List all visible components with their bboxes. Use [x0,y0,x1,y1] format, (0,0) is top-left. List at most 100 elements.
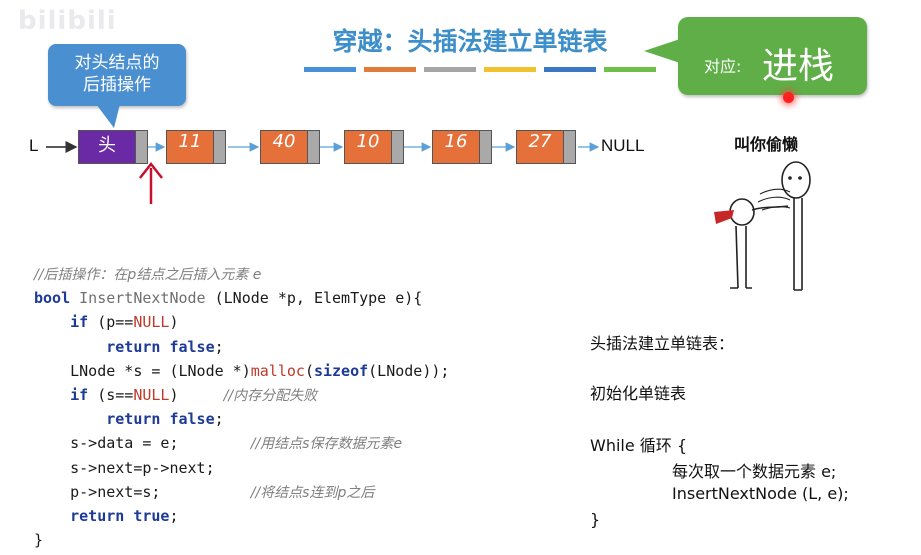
code-text: ; [214,410,224,429]
laser-pointer-dot [783,92,794,103]
algorithm-init: 初始化单链表 [590,384,687,403]
code-keyword: return true [70,506,170,525]
meme-caption: 叫你偷懒 [734,135,799,154]
code-text: s->data = e; [34,434,251,453]
node-pointer-field [392,130,404,164]
code-text: ( [304,361,314,380]
code-text: (s== [88,385,134,404]
code-keyword: if [70,385,89,404]
code-keyword: if [70,313,89,332]
node-value: 16 [432,130,480,164]
eye-dot [788,176,792,180]
code-text: (LNode *p, ElemType e){ [214,289,423,308]
callout-head-insert: 对头结点的 后插操作 [48,44,186,128]
node-value: 10 [344,130,392,164]
callout-line-1: 对头结点的 [74,53,160,73]
callout-tail [644,39,680,63]
list-node: 11 [166,130,226,164]
head-node-label: 头 [78,130,136,164]
insert-position-arrowhead [139,161,163,179]
slide-title: 穿越：头插法建立单链表 [332,27,608,56]
blood-splash [714,210,734,224]
small-figure-body [730,225,752,289]
list-node: 40 [260,130,320,164]
code-comment: //后插操作：在p结点之后插入元素 e [34,267,262,283]
code-line: return true; [34,504,449,528]
algorithm-step: InsertNextNode (L, e); [672,484,849,503]
code-text: p->next=s; [34,482,251,501]
node-pointer-field [308,130,320,164]
linked-list-arrows [46,141,600,204]
code-text [34,338,106,356]
code-text: ) [169,313,179,332]
color-segment [304,67,356,72]
code-line: if (p==NULL) [34,310,449,334]
tall-figure-head [781,161,811,199]
eye-dot [798,176,802,180]
code-text [34,507,70,525]
code-line: p->next=s; //将结点s连到p之后 [34,480,449,504]
node-value: 40 [260,130,308,164]
callout-push-label: 进栈 [762,46,835,87]
color-segment [484,67,536,72]
list-node: 10 [344,130,404,164]
callout-tail [96,104,120,128]
code-text: ; [169,506,179,525]
title-color-bar [304,67,656,72]
algorithm-while-close: } [590,510,601,529]
code-line: LNode *s = (LNode *)malloc(sizeof(LNode)… [34,359,449,383]
code-function-name: InsertNextNode [70,289,215,308]
color-segment [604,67,656,72]
code-comment: //将结点s连到p之后 [250,484,375,501]
code-text: ; [214,337,224,356]
code-block: //后插操作：在p结点之后插入元素 e bool InsertNextNode (… [34,262,449,552]
meme-stick-figures [714,161,811,291]
code-line: s->data = e; //用结点s保存数据元素e [34,431,449,455]
code-keyword: return false [106,410,215,429]
node-value: 27 [516,130,564,164]
color-segment [364,67,416,72]
motion-lines [757,188,791,211]
code-comment: //用结点s保存数据元素e [250,436,403,453]
algorithm-heading: 头插法建立单链表： [590,334,735,353]
head-node: 头 [78,130,148,164]
code-comment: //内存分配失败 [223,387,318,404]
code-null: NULL [133,313,170,332]
node-value: 11 [166,130,214,164]
list-node: 16 [432,130,492,164]
node-pointer-field [564,130,576,164]
small-figure-head [729,198,755,226]
algorithm-step: 每次取一个数据元素 e; [672,462,837,481]
code-malloc: malloc [250,361,305,380]
callout-head-insert-text: 对头结点的 后插操作 [48,52,186,96]
code-text: (p== [88,313,134,332]
code-text: ) [169,385,224,404]
list-node: 27 [516,130,576,164]
algorithm-while-open: While 循环 { [590,436,688,455]
code-text: (LNode)); [368,361,450,380]
code-null: NULL [133,385,170,404]
code-keyword: return false [106,337,215,356]
code-text: } [34,531,44,550]
list-null-label: NULL [601,136,645,155]
code-line: return false; [34,335,449,359]
code-line: bool InsertNextNode (LNode *p, ElemType … [34,286,449,310]
code-keyword: bool [34,289,71,308]
code-line: //后插操作：在p结点之后插入元素 e [34,262,449,286]
code-text: LNode *s = (LNode *) [34,361,251,380]
code-text [34,386,70,404]
code-text [34,313,70,331]
code-line: } [34,528,449,552]
node-pointer-field [480,130,492,164]
code-text: s->next=p->next; [34,458,215,477]
callout-line-2: 后插操作 [83,75,151,95]
code-line: return false; [34,407,449,431]
list-label-l: L [29,136,39,155]
node-pointer-field [136,130,148,164]
node-pointer-field [214,130,226,164]
bilibili-watermark: bilibili [18,6,117,36]
code-keyword: sizeof [313,361,369,380]
callout-corresponds-label: 对应: [704,57,742,76]
code-text [34,410,106,428]
code-line: if (s==NULL) //内存分配失败 [34,383,449,407]
